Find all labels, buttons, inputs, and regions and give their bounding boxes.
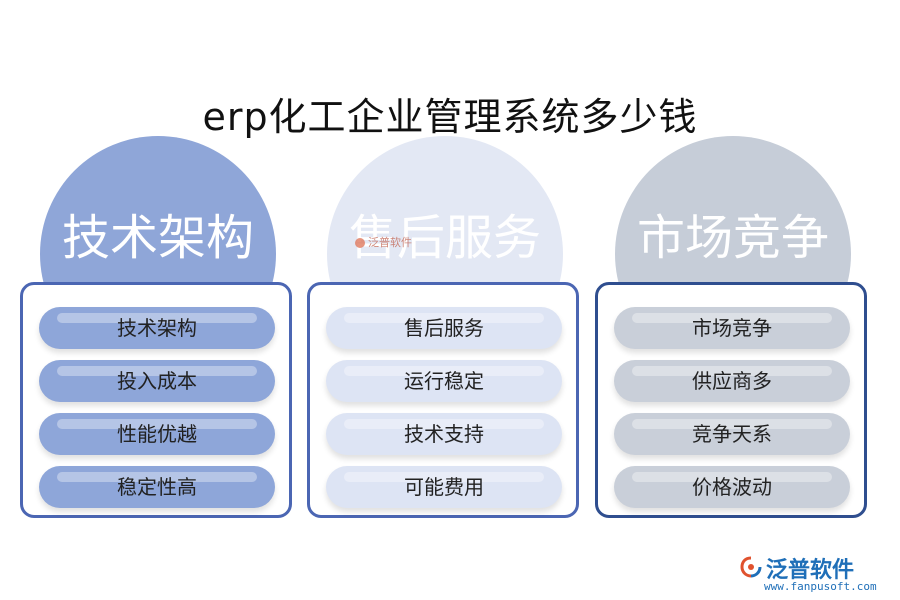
circle-label-service: 售后服务 [348, 210, 541, 266]
list-item: 价格波动 [614, 466, 850, 508]
page-title: erp化工企业管理系统多少钱 [202, 95, 698, 139]
circle-label-tech: 技术架构 [61, 210, 254, 266]
brand-logo: 泛普软件 www.fanpusoft.com [736, 552, 886, 596]
list-item: 技术支持 [326, 413, 562, 455]
list-item: 售后服务 [326, 307, 562, 349]
list-item: 竞争天系 [614, 413, 850, 455]
column-market: 市场竞争 市场竞争 供应商多 竞争天系 价格波动 [595, 0, 875, 600]
logo-url: www.fanpusoft.com [764, 580, 877, 593]
list-item: 市场竞争 [614, 307, 850, 349]
list-item: 性能优越 [39, 413, 275, 455]
list-item: 运行稳定 [326, 360, 562, 402]
column-tech: 技术架构 技术架构 投入成本 性能优越 稳定性高 [20, 0, 300, 600]
fanpu-logo-icon [740, 556, 762, 578]
watermark: 泛普软件 [355, 234, 412, 250]
panel-market: 市场竞争 供应商多 竞争天系 价格波动 [595, 282, 867, 518]
list-item: 稳定性高 [39, 466, 275, 508]
panel-service: 售后服务 运行稳定 技术支持 可能费用 [307, 282, 579, 518]
list-item: 供应商多 [614, 360, 850, 402]
column-service: 售后服务 售后服务 运行稳定 技术支持 可能费用 [307, 0, 587, 600]
list-item: 技术架构 [39, 307, 275, 349]
list-item: 可能费用 [326, 466, 562, 508]
list-item: 投入成本 [39, 360, 275, 402]
panel-tech: 技术架构 投入成本 性能优越 稳定性高 [20, 282, 292, 518]
circle-label-market: 市场竞争 [636, 210, 829, 266]
logo-name: 泛普软件 [766, 558, 855, 583]
watermark-logo-icon [355, 238, 365, 248]
